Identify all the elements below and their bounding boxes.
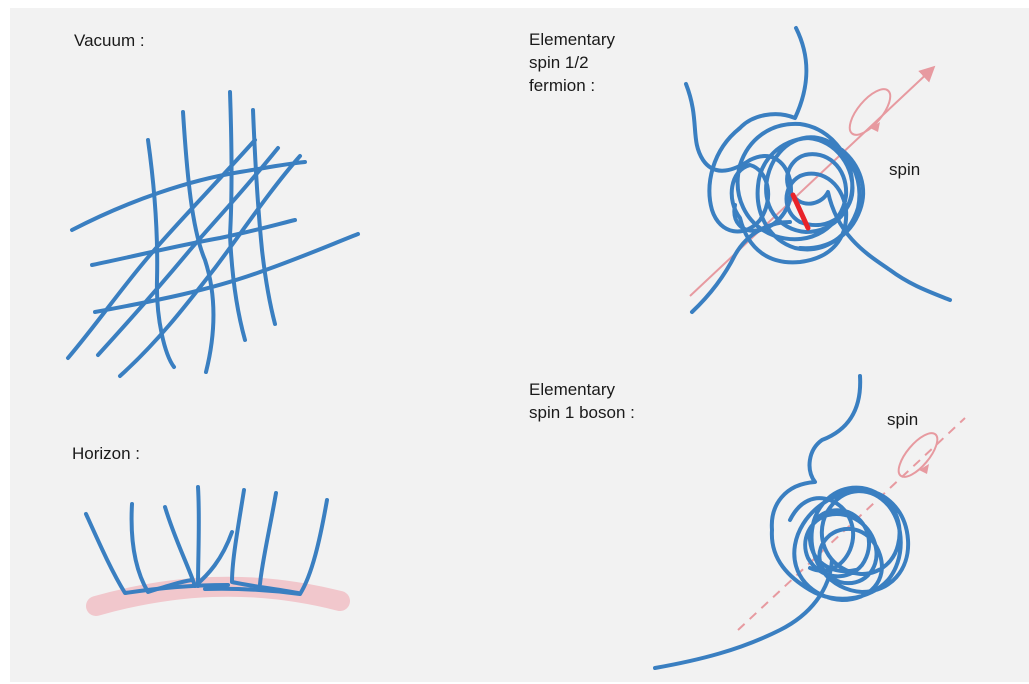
vacuum-network (68, 92, 358, 376)
fermion-tangle (686, 84, 791, 231)
vacuum-strand (230, 92, 245, 340)
boson-tangle (655, 560, 832, 668)
horizon-strand (198, 487, 199, 586)
horizon (86, 487, 340, 606)
fermion-spin-axis (690, 68, 933, 296)
boson-spin-rotation (892, 427, 944, 483)
fermion (686, 28, 950, 312)
fermion-spin-rotation (843, 83, 897, 141)
boson (655, 376, 965, 668)
vacuum-strand (253, 110, 275, 324)
horizon-strand (260, 493, 276, 584)
boson-tangle (772, 376, 908, 600)
horizon-strand (132, 504, 192, 592)
